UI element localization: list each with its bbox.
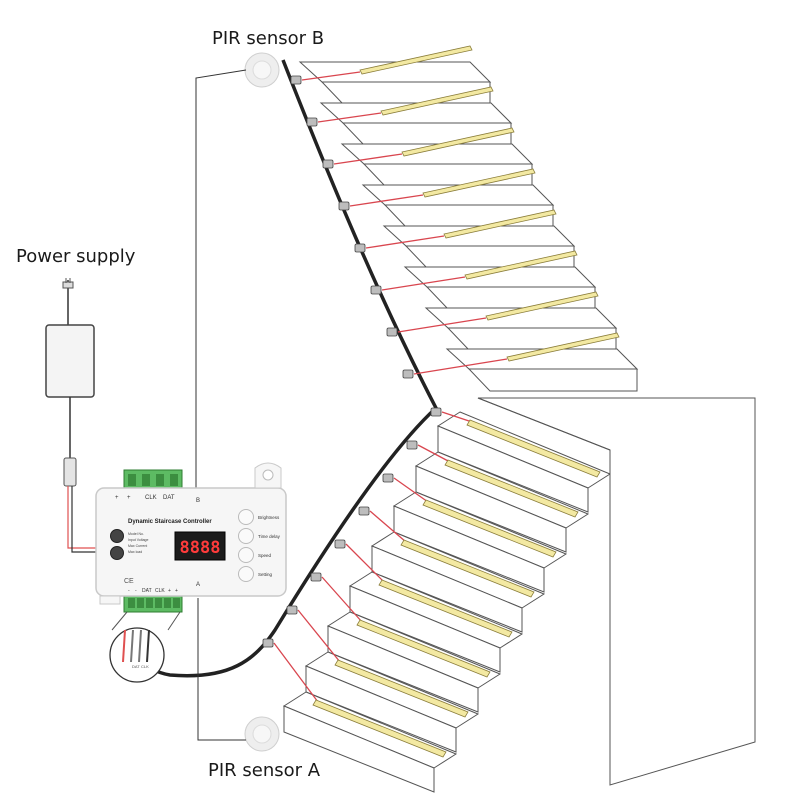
led-display	[174, 531, 226, 561]
brightness-label: Brightness	[258, 515, 280, 520]
upper-red-wire	[365, 235, 445, 249]
spec-current: Max Current	[128, 544, 147, 548]
ce-mark: CE	[124, 578, 134, 585]
brightness-button[interactable]: Brightness	[238, 509, 281, 525]
speed-button[interactable]: Speed	[238, 547, 272, 563]
power-supply-label: Power supply	[16, 246, 136, 267]
port-b-label: B	[196, 498, 200, 504]
bottom-terminal-dat: DAT	[142, 588, 152, 594]
lower-led-strip	[466, 419, 601, 478]
bottom-terminal-plus-2: +	[175, 588, 178, 594]
magnifier-label-clk: CLK	[141, 664, 149, 669]
lower-strip-connector	[382, 473, 394, 483]
upper-red-wire	[381, 276, 466, 291]
upper-red-wire	[349, 194, 424, 207]
upper-strip-connector	[370, 285, 382, 295]
lower-strip-connector	[406, 440, 418, 450]
lower-led-strip	[356, 619, 491, 678]
lower-strip-connector	[358, 506, 370, 516]
spec-voltage: Input Voltage	[128, 538, 148, 542]
lower-led-strip	[444, 459, 579, 518]
landing-block	[477, 397, 756, 786]
spec-load: Max load	[128, 550, 142, 554]
lower-red-wire	[273, 642, 319, 703]
pir-sensor-a	[244, 716, 280, 752]
time-delay-button[interactable]: Time delay	[238, 528, 281, 544]
bottom-terminal-plus-1: +	[168, 588, 171, 594]
pir-a-wire	[197, 598, 246, 741]
top-terminal-clk: CLK	[145, 495, 157, 501]
lower-red-wire	[417, 444, 451, 463]
top-terminal-dat: DAT	[163, 495, 175, 501]
setting-button[interactable]: Setting	[238, 566, 273, 582]
upper-strip-connector	[338, 201, 350, 211]
upper-strip-connector	[402, 369, 414, 379]
upper-red-wire	[397, 317, 487, 333]
lower-red-wire	[321, 576, 363, 623]
upper-strip-connector	[322, 159, 334, 169]
controller-title: Dynamic Staircase Controller	[128, 519, 212, 525]
power-supply-unit	[45, 278, 108, 553]
pir-sensor-a-label: PIR sensor A	[208, 760, 321, 781]
bottom-terminal-block	[123, 593, 183, 613]
lower-red-wire	[369, 510, 407, 543]
upper-step-riser	[467, 368, 638, 392]
lower-led-strip	[422, 499, 557, 558]
lower-red-wire	[441, 411, 473, 423]
lower-strip-connector	[262, 638, 274, 648]
lower-strip-connector	[286, 605, 298, 615]
upper-red-wire	[301, 71, 361, 81]
upper-strip-connector	[354, 243, 366, 253]
upper-led-strip	[359, 45, 473, 75]
upper-red-wire	[413, 358, 508, 375]
bottom-terminal-minus-2: -	[135, 588, 137, 594]
bottom-terminal-clk: CLK	[155, 588, 165, 594]
upper-strip-connector	[306, 117, 318, 127]
upper-led-strip	[380, 86, 494, 116]
connector-magnifier: DAT CLK	[109, 611, 181, 683]
upper-led-strip	[401, 127, 515, 157]
lower-led-strip	[400, 539, 535, 598]
lower-strip-connector	[310, 572, 322, 582]
top-terminal-plus-2: +	[127, 495, 131, 501]
lower-step-riser	[283, 705, 435, 793]
lower-led-strip	[378, 579, 513, 638]
pir-b-wire	[195, 69, 247, 488]
lower-red-wire	[393, 477, 429, 503]
main-signal-cable	[124, 59, 439, 678]
lower-red-wire	[297, 609, 341, 663]
pir-sensor-b-label: PIR sensor B	[212, 28, 325, 49]
lower-led-strip	[312, 699, 447, 758]
time-delay-label: Time delay	[258, 534, 281, 539]
upper-red-wire	[317, 112, 382, 123]
lower-strip-connector	[334, 539, 346, 549]
lower-red-wire	[345, 543, 385, 583]
speed-label: Speed	[258, 553, 272, 558]
display-digits: 8888	[180, 538, 221, 558]
top-terminal-plus-1: +	[115, 495, 119, 501]
led-strips	[312, 45, 620, 758]
upper-led-strip	[422, 168, 536, 198]
spec-model: Model No.	[128, 532, 144, 536]
strip-connectors	[262, 71, 508, 703]
upper-led-strip	[485, 291, 599, 321]
setting-label: Setting	[258, 572, 273, 577]
lower-strip-connector	[430, 407, 442, 417]
pir-sensor-b	[244, 52, 280, 88]
lower-led-strip	[334, 659, 469, 718]
staircase-controller: + + CLK DAT B A Dynamic Staircase Contro…	[95, 462, 287, 613]
upper-led-strip	[443, 209, 557, 239]
upper-led-strip	[464, 250, 578, 280]
magnifier-label-dat: DAT	[132, 664, 140, 669]
upper-strip-connector	[386, 327, 398, 337]
upper-red-wire	[333, 153, 403, 165]
upper-led-strip	[506, 332, 620, 362]
top-terminal-block	[123, 469, 183, 491]
lower-staircase-flight	[282, 411, 612, 793]
upper-strip-connector	[290, 75, 302, 85]
port-a-label: A	[196, 582, 200, 588]
bottom-terminal-minus-1: -	[128, 588, 130, 594]
